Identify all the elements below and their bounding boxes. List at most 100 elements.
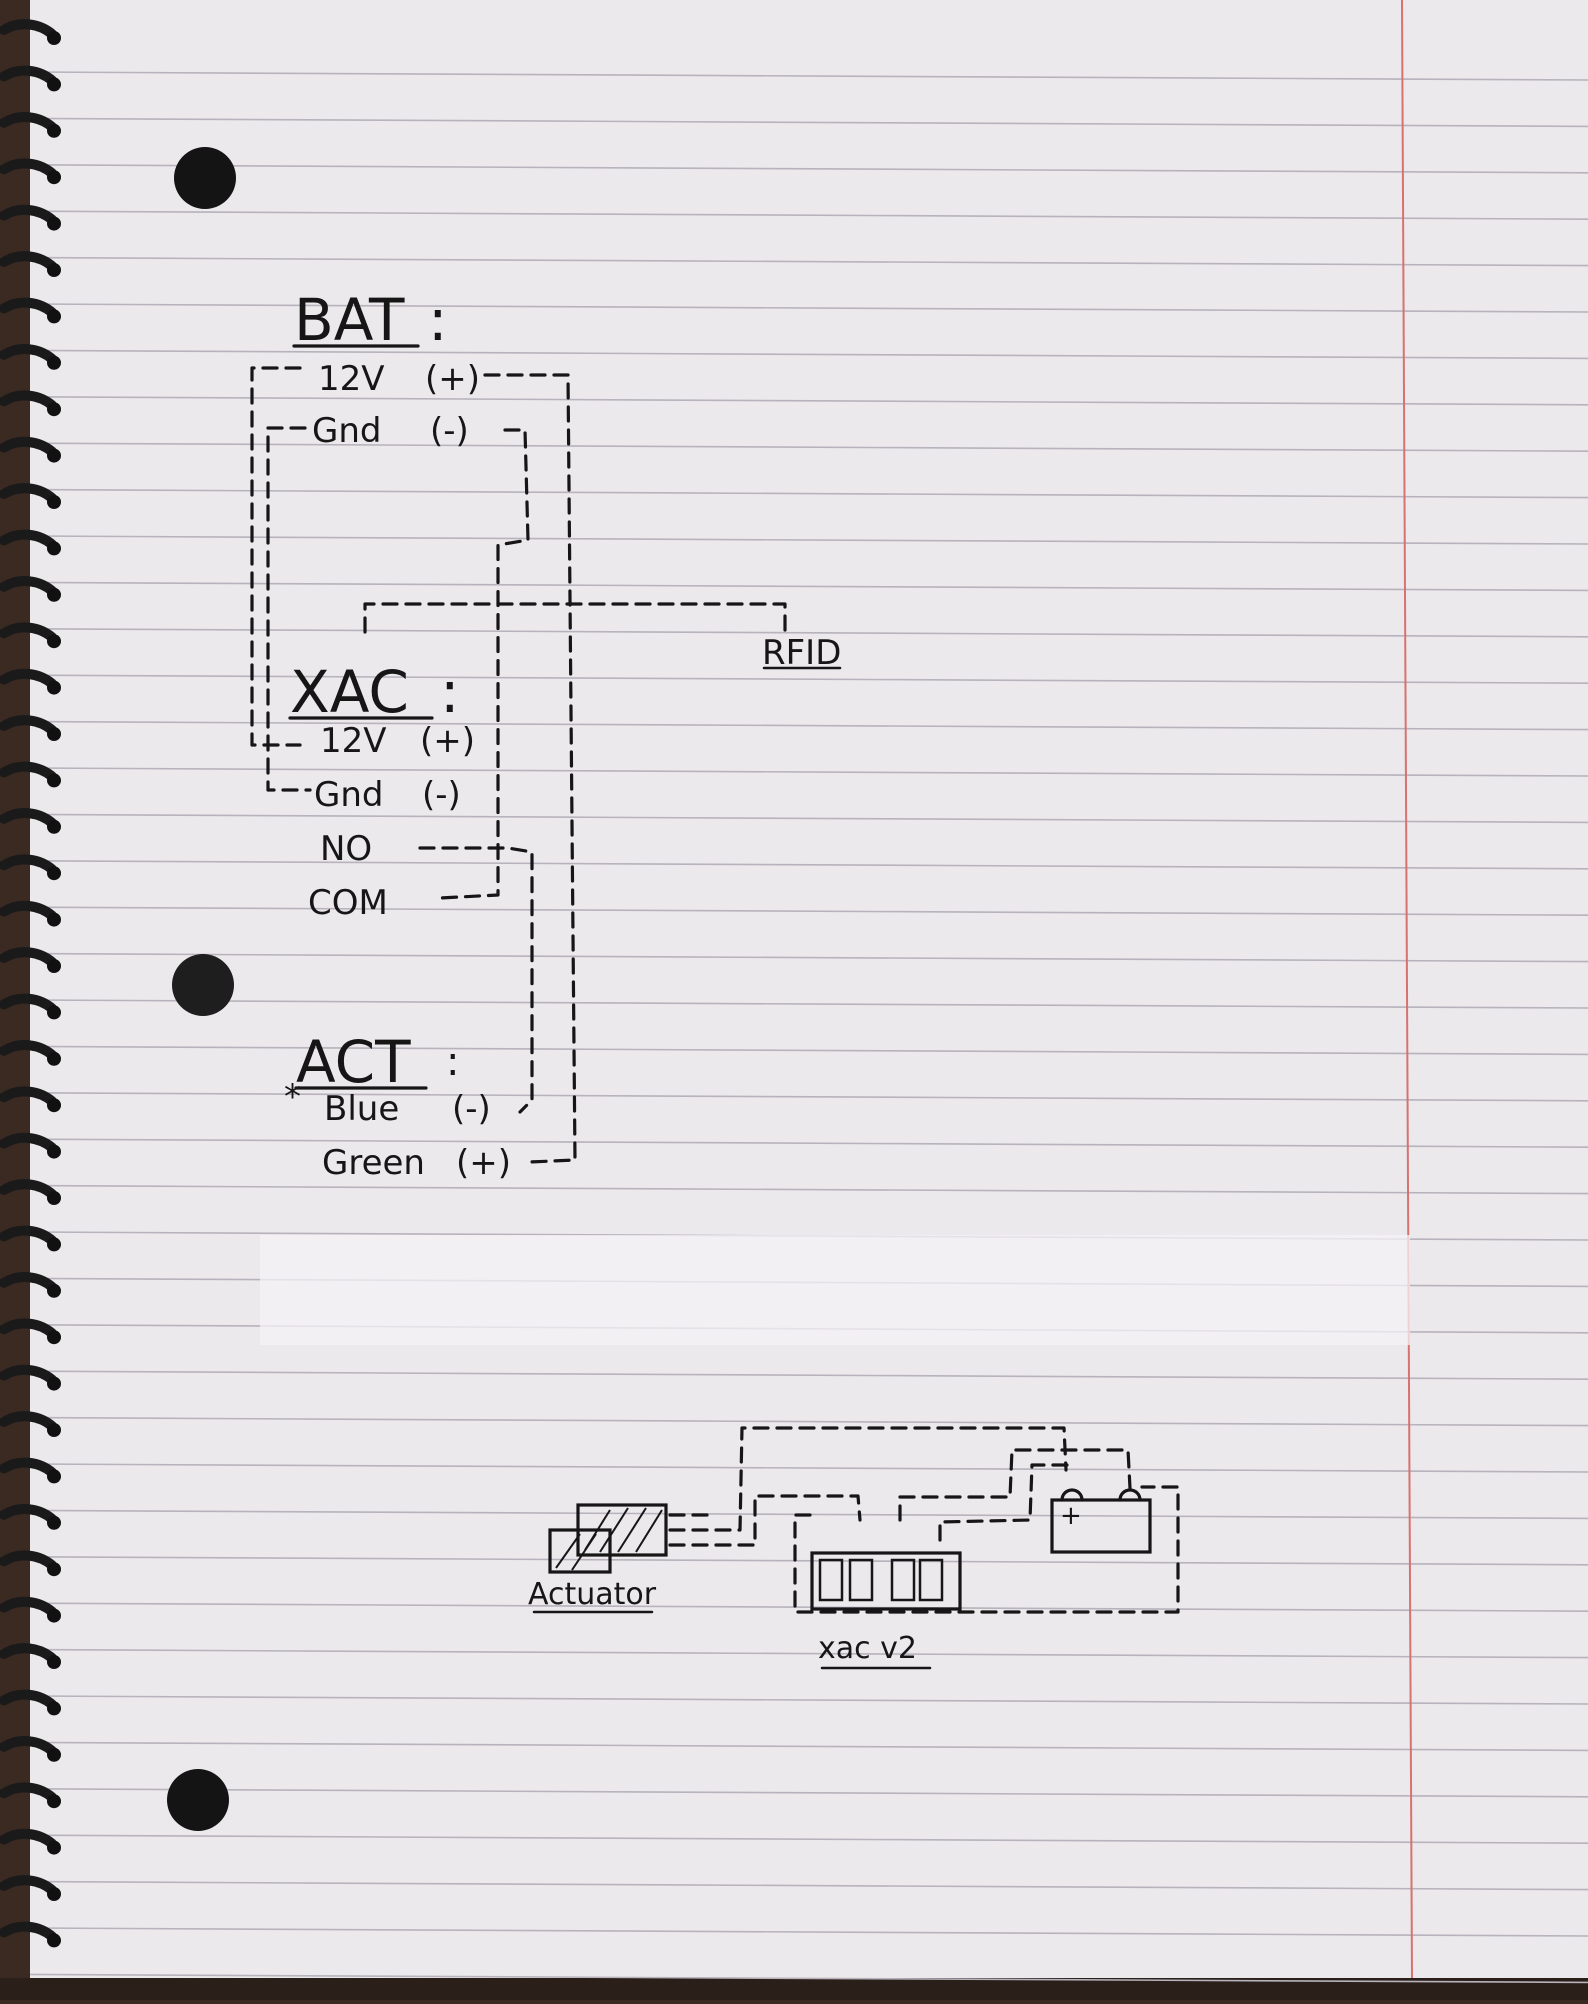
- ruled-line: [29, 1695, 1588, 1705]
- ruled-line: [29, 767, 1588, 777]
- spiral-hole: [47, 170, 61, 185]
- desk-surface: [0, 1978, 1588, 2000]
- spiral-ring: [0, 297, 57, 318]
- xac-colon: :: [440, 658, 460, 726]
- ruled-line: [29, 1556, 1588, 1566]
- wire-act-to-battery: [668, 1426, 1068, 1532]
- spiral-hole: [47, 123, 61, 138]
- spiral-hole: [47, 1840, 61, 1855]
- ruled-line: [29, 1788, 1588, 1798]
- spiral-hole: [47, 587, 61, 602]
- xac-board: [810, 1551, 962, 1611]
- act-colon: :: [446, 1039, 459, 1085]
- punch-hole: [174, 147, 236, 209]
- spiral-hole: [47, 1701, 61, 1716]
- ruled-line: [29, 1045, 1588, 1056]
- xac-heading: XAC: [290, 658, 409, 726]
- actuator-label: Actuator: [528, 1577, 657, 1612]
- spiral-hole: [47, 680, 61, 695]
- act-blue-polarity: (-): [452, 1089, 491, 1129]
- wire-bat-plus-to-green: [483, 373, 577, 1164]
- act-green-polarity: (+): [456, 1143, 511, 1183]
- spiral-ring: [0, 1689, 57, 1710]
- ruled-line: [29, 1138, 1588, 1148]
- bat-heading: BAT: [294, 286, 405, 354]
- ruled-line: [29, 813, 1588, 824]
- xac-gnd-label: Gnd: [314, 775, 383, 815]
- lower-sketch: Actuator xac v2 +: [528, 1426, 1180, 1670]
- ruled-line: [29, 303, 1588, 313]
- spiral-ring: [0, 1040, 57, 1060]
- ruled-line: [29, 488, 1588, 499]
- bat-12v-label: 12V: [318, 359, 385, 399]
- spiral-hole: [47, 912, 61, 927]
- xac-terminals: [818, 1558, 944, 1602]
- spiral-ring: [0, 1132, 57, 1153]
- spiral-hole: [47, 355, 61, 370]
- spiral-hole: [47, 1608, 61, 1623]
- spiral-hole: [47, 1098, 61, 1113]
- ruled-line: [29, 1370, 1588, 1380]
- spiral-ring: [0, 1828, 57, 1849]
- wire-xac-to-battery-loop: [793, 1485, 1180, 1614]
- spiral-ring: [0, 19, 57, 39]
- ruled-line: [29, 349, 1588, 360]
- ruled-line: [29, 1880, 1588, 1891]
- ruled-line: [29, 627, 1588, 638]
- spiral-hole: [47, 216, 61, 231]
- actuator-body: [576, 1503, 668, 1557]
- spiral-ring: [0, 900, 57, 921]
- spiral-ring: [0, 854, 57, 875]
- ruled-line: [29, 535, 1588, 545]
- spiral-hole: [47, 1376, 61, 1391]
- xac-v2-label: xac v2: [818, 1631, 917, 1666]
- spiral-hole: [47, 263, 61, 277]
- ruled-line: [29, 164, 1588, 174]
- spiral-hole: [47, 1005, 61, 1020]
- spiral-hole: [47, 634, 61, 649]
- rfid-label: RFID: [762, 633, 841, 673]
- spiral-ring: [0, 1504, 57, 1524]
- spiral-ring: [0, 65, 57, 86]
- spiral-ring: [0, 251, 57, 271]
- spiral-hole: [47, 1330, 61, 1345]
- spiral-ring: [0, 1179, 57, 1199]
- spiral-ring: [0, 761, 57, 782]
- ruled-line: [29, 1648, 1588, 1659]
- ruled-line: [29, 395, 1588, 406]
- spiral-hole: [47, 541, 61, 556]
- top-wiring: [250, 366, 787, 1164]
- margin-line: [1401, 0, 1413, 1979]
- wire-xac-12v-to-battery: [938, 1463, 1070, 1542]
- paper-sheet: [30, 0, 1588, 2000]
- spiral-hole: [47, 1933, 61, 1948]
- ruled-line: [29, 952, 1588, 963]
- ruled-line: [29, 442, 1588, 453]
- wire-xac-to-battery-top: [898, 1448, 1132, 1522]
- ruled-line: [29, 1834, 1588, 1844]
- ruled-line: [29, 1184, 1588, 1195]
- ruled-line: [29, 674, 1588, 685]
- ruled-line: [29, 71, 1588, 81]
- punch-hole: [172, 954, 234, 1016]
- spiral-hole: [47, 31, 61, 45]
- act-blue-label: Blue: [324, 1089, 399, 1129]
- spiral-hole: [47, 1887, 61, 1901]
- punch-hole: [167, 1769, 229, 1831]
- spiral-binding: [0, 19, 61, 1948]
- battery-plus: +: [1060, 1501, 1082, 1531]
- ruled-line: [29, 256, 1588, 267]
- ruled-line: [29, 1463, 1588, 1473]
- spiral-ring: [0, 1272, 57, 1292]
- spiral-hole: [47, 819, 61, 834]
- battery-terminal-right: [1118, 1488, 1142, 1502]
- spiral-hole: [47, 402, 61, 417]
- spiral-ring: [0, 668, 57, 689]
- bat-gnd-label: Gnd: [312, 411, 381, 451]
- spiral-hole: [47, 1051, 61, 1066]
- wire-bat12v-to-xac12v: [250, 366, 302, 747]
- spiral-ring: [0, 1782, 57, 1803]
- act-marker: *: [284, 1077, 301, 1117]
- spiral-ring: [0, 576, 57, 596]
